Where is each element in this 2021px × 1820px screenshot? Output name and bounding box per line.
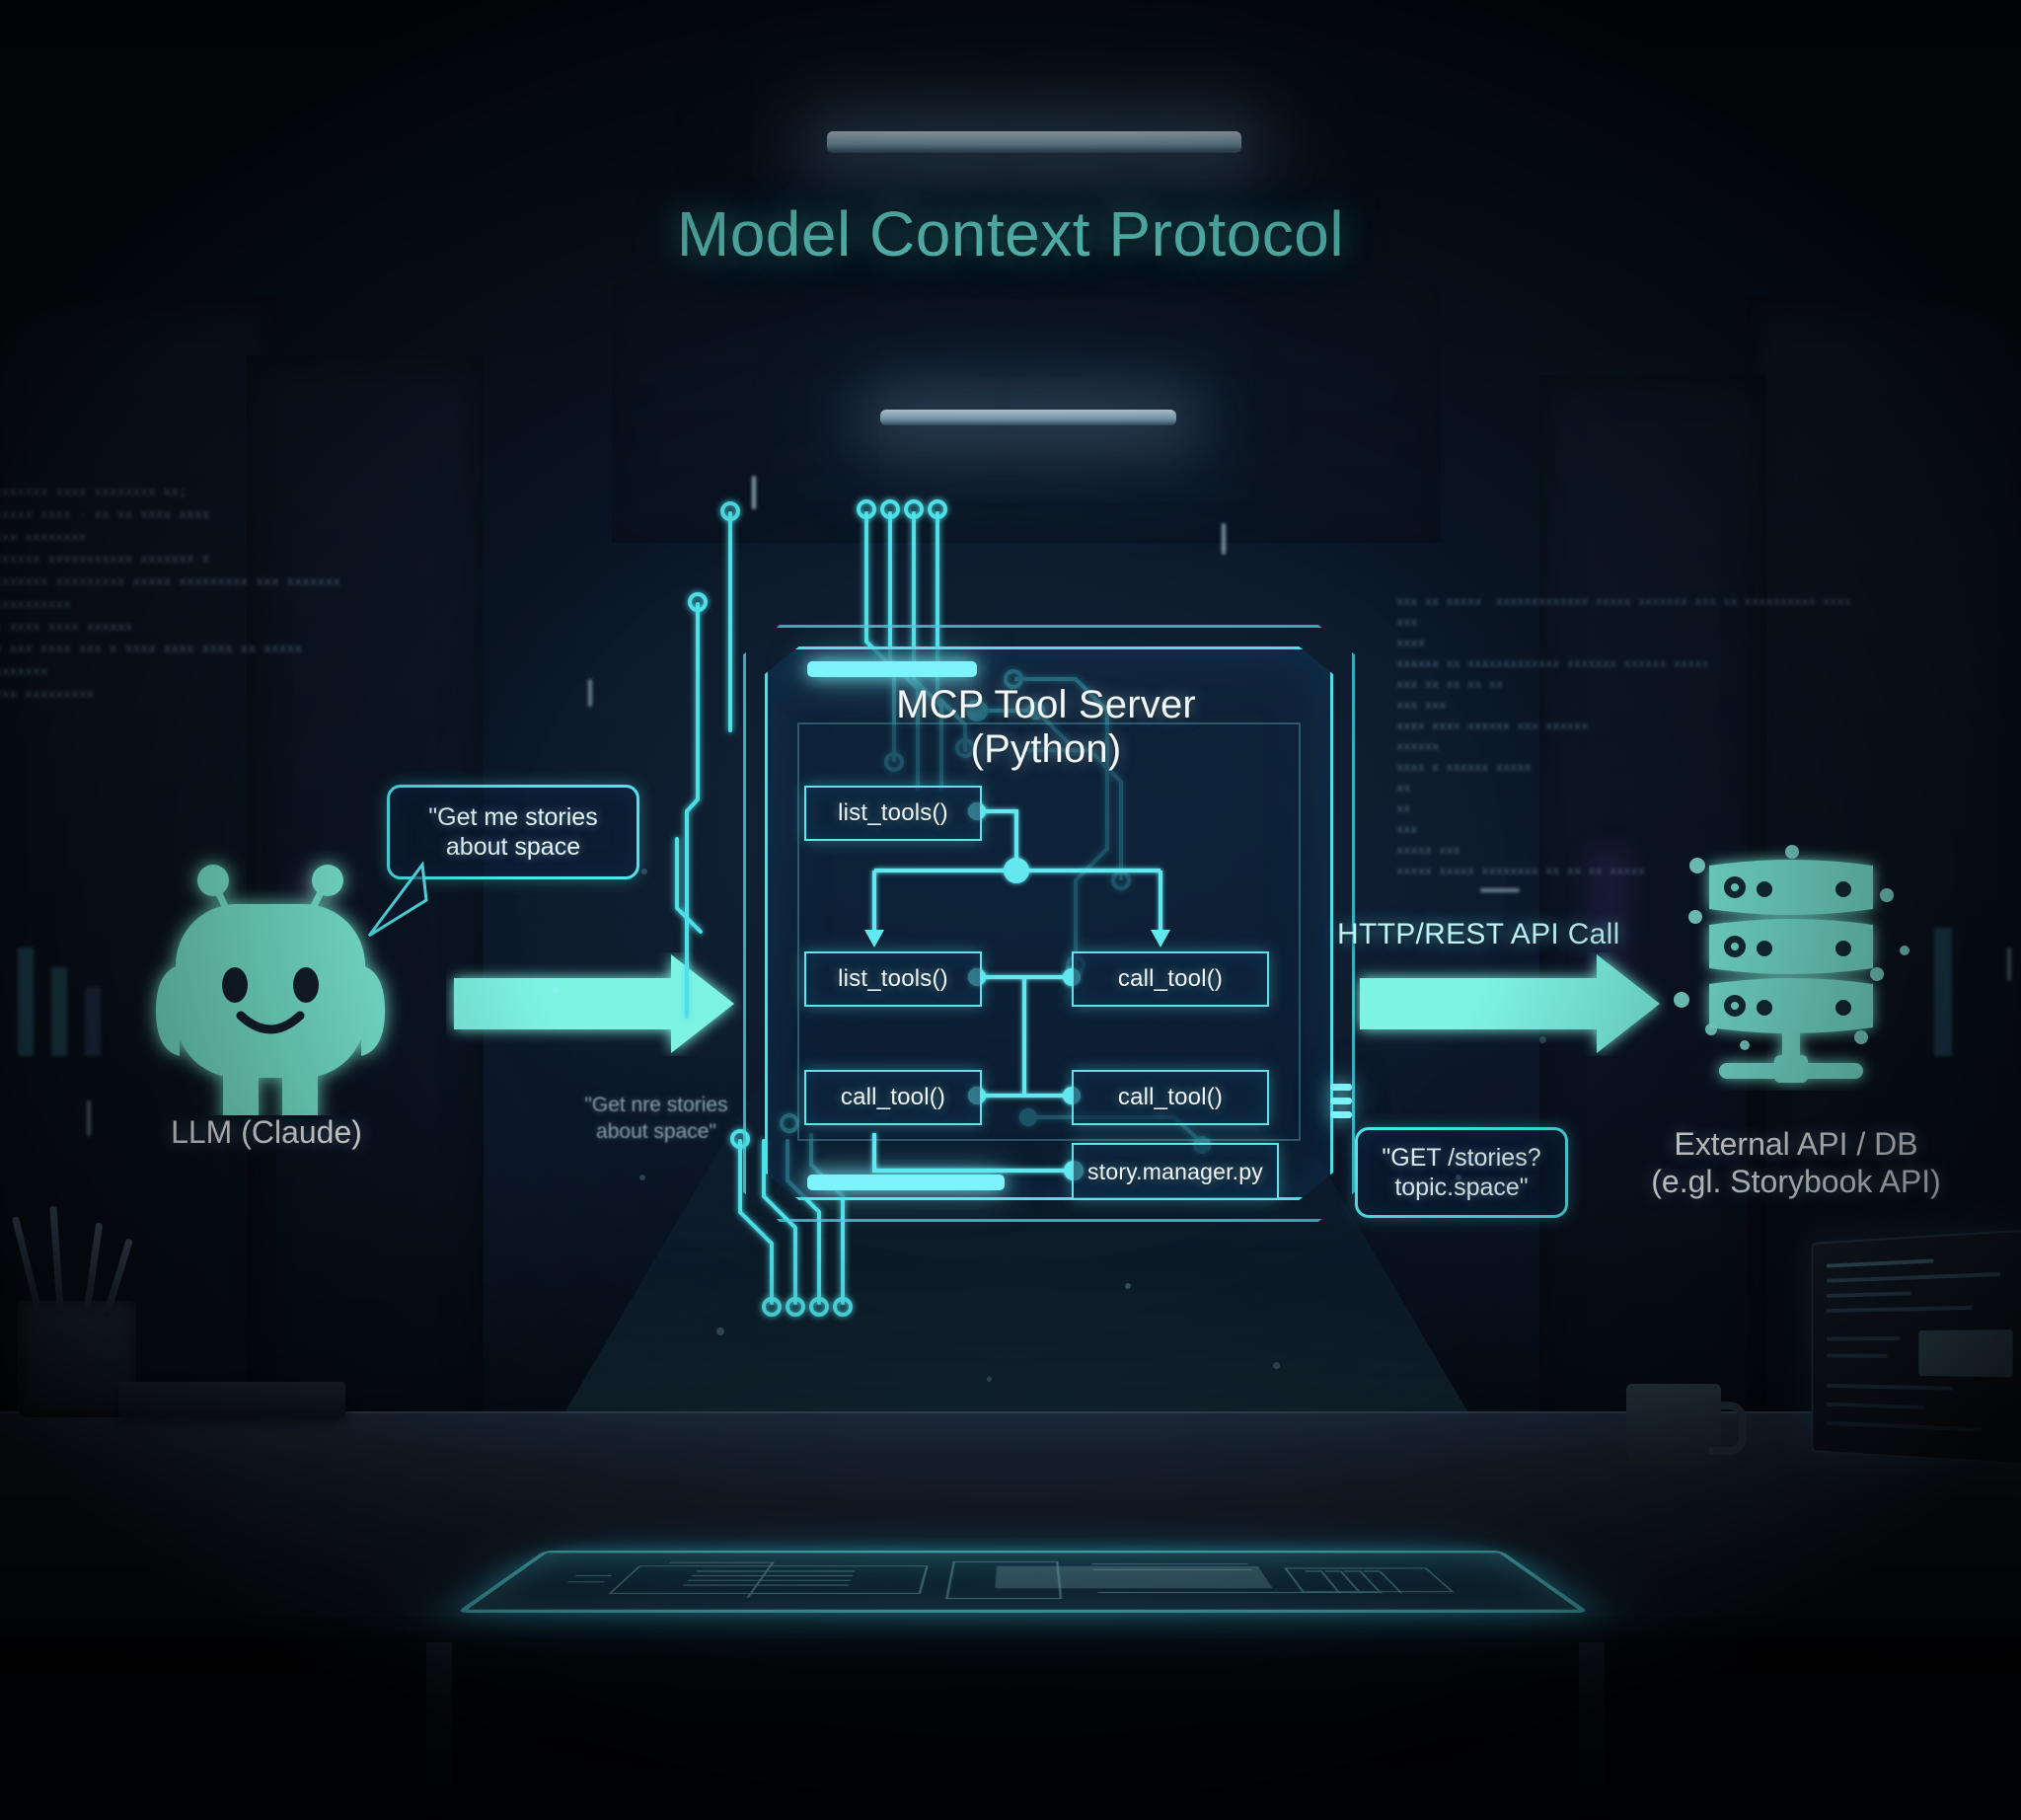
laptop-code-line [1827,1306,1973,1313]
laptop-code-line [1827,1421,1983,1432]
holo-pad-circuitry [480,1555,1566,1606]
function-label: story.manager.py [1087,1159,1263,1185]
ceiling-light-secondary [880,410,1176,425]
llm-node-label: LLM (Claude) [118,1113,414,1151]
laptop-highlight-block [1918,1329,2013,1377]
tick-mark-e [2007,948,2011,981]
tick-mark-f [1480,888,1520,892]
external-api-db-label-line1: External API / DB [1618,1125,1974,1163]
rack-led-left-b [51,967,67,1056]
external-api-db-label-line2: (e.gl. Storybook API) [1618,1163,1974,1200]
robot-eye-left [222,967,248,1003]
robot-mascot-icon [118,819,414,1115]
dust-particle [1125,1283,1131,1289]
rack-led-left-c [85,987,101,1056]
tick-mark-b [1222,523,1226,555]
function-label: call_tool() [1118,965,1223,993]
dust-particle [987,1377,992,1382]
tick-mark-a [752,476,756,509]
function-label: list_tools() [838,965,948,993]
external-api-db-node[interactable] [1668,844,1914,1091]
http-rest-api-call-label: HTTP/REST API Call [1337,918,1620,951]
function-label: call_tool() [841,1084,945,1111]
mcp-server-title-line1: MCP Tool Server [681,683,1411,727]
desk-book [118,1382,345,1417]
api-request-line1: "GET /stories? [1382,1143,1540,1174]
coffee-mug [1626,1384,1721,1467]
laptop-code-line [1827,1403,1924,1409]
dust-particle [553,987,560,994]
desk-leg-left [426,1642,452,1820]
function-box-call-tool-bottom-right[interactable]: call_tool() [1072,1070,1269,1125]
mcp-tool-server-chip: MCP Tool Server (Python) [681,553,1411,1303]
llm-speech-bubble: "Get me stories about space [387,785,639,879]
function-box-call-tool-bottom-left[interactable]: call_tool() [804,1070,982,1125]
tick-mark-c [588,679,592,707]
laptop-code-line [1827,1336,1901,1340]
llm-speech-line1: "Get me stories [428,802,597,833]
function-box-list-tools-top[interactable]: list_tools() [804,786,982,841]
holographic-projection-pad[interactable] [456,1551,1590,1613]
page-title: Model Context Protocol [0,197,2021,270]
dust-particle [1539,1036,1546,1043]
dust-particle [641,869,647,874]
dust-particle [716,1327,724,1335]
function-box-list-tools-mid[interactable]: list_tools() [804,951,982,1007]
api-request-bubble: "GET /stories? topic.space" [1355,1127,1568,1218]
laptop-code-line [1827,1354,1888,1358]
laptop-code-line [1827,1291,1911,1297]
laptop-code-line [1827,1384,1953,1391]
dust-particle [1456,1175,1461,1180]
function-label: call_tool() [1118,1084,1223,1111]
database-server-rack-icon [1668,844,1914,1091]
chip-indicator-a [1330,1084,1352,1091]
llm-robot-avatar[interactable] [118,819,414,1115]
ceiling-light-main [827,131,1241,153]
desk-leg-right [1579,1642,1605,1820]
chip-indicator-c [1330,1111,1352,1118]
chip-notch-bottom [807,1175,1005,1190]
laptop-code-line [1827,1258,1934,1267]
chip-indicator-b [1330,1098,1352,1104]
robot-eye-right [293,967,319,1003]
mcp-server-title: MCP Tool Server (Python) [681,683,1411,772]
dust-particle [639,1175,645,1180]
tick-mark-d [87,1100,91,1136]
desk-under-shadow [0,1638,2021,1820]
arrow-server-to-api [1352,952,1668,1056]
mcp-server-title-line2: (Python) [681,727,1411,772]
function-box-call-tool-mid-right[interactable]: call_tool() [1072,951,1269,1007]
api-request-line2: topic.space" [1394,1173,1528,1203]
laptop-code-line [1827,1272,2000,1283]
rack-led-right-a [1934,928,1952,1056]
laptop-screen [1812,1228,2021,1467]
external-api-db-label: External API / DB (e.gl. Storybook API) [1618,1125,1974,1201]
llm-speech-line2: about space [446,832,580,863]
function-label: list_tools() [838,799,948,827]
chip-notch-top [807,661,977,677]
dust-particle [1273,1362,1280,1369]
function-box-story-manager-module[interactable]: story.manager.py [1072,1143,1279,1200]
rack-led-left-a [18,948,34,1056]
